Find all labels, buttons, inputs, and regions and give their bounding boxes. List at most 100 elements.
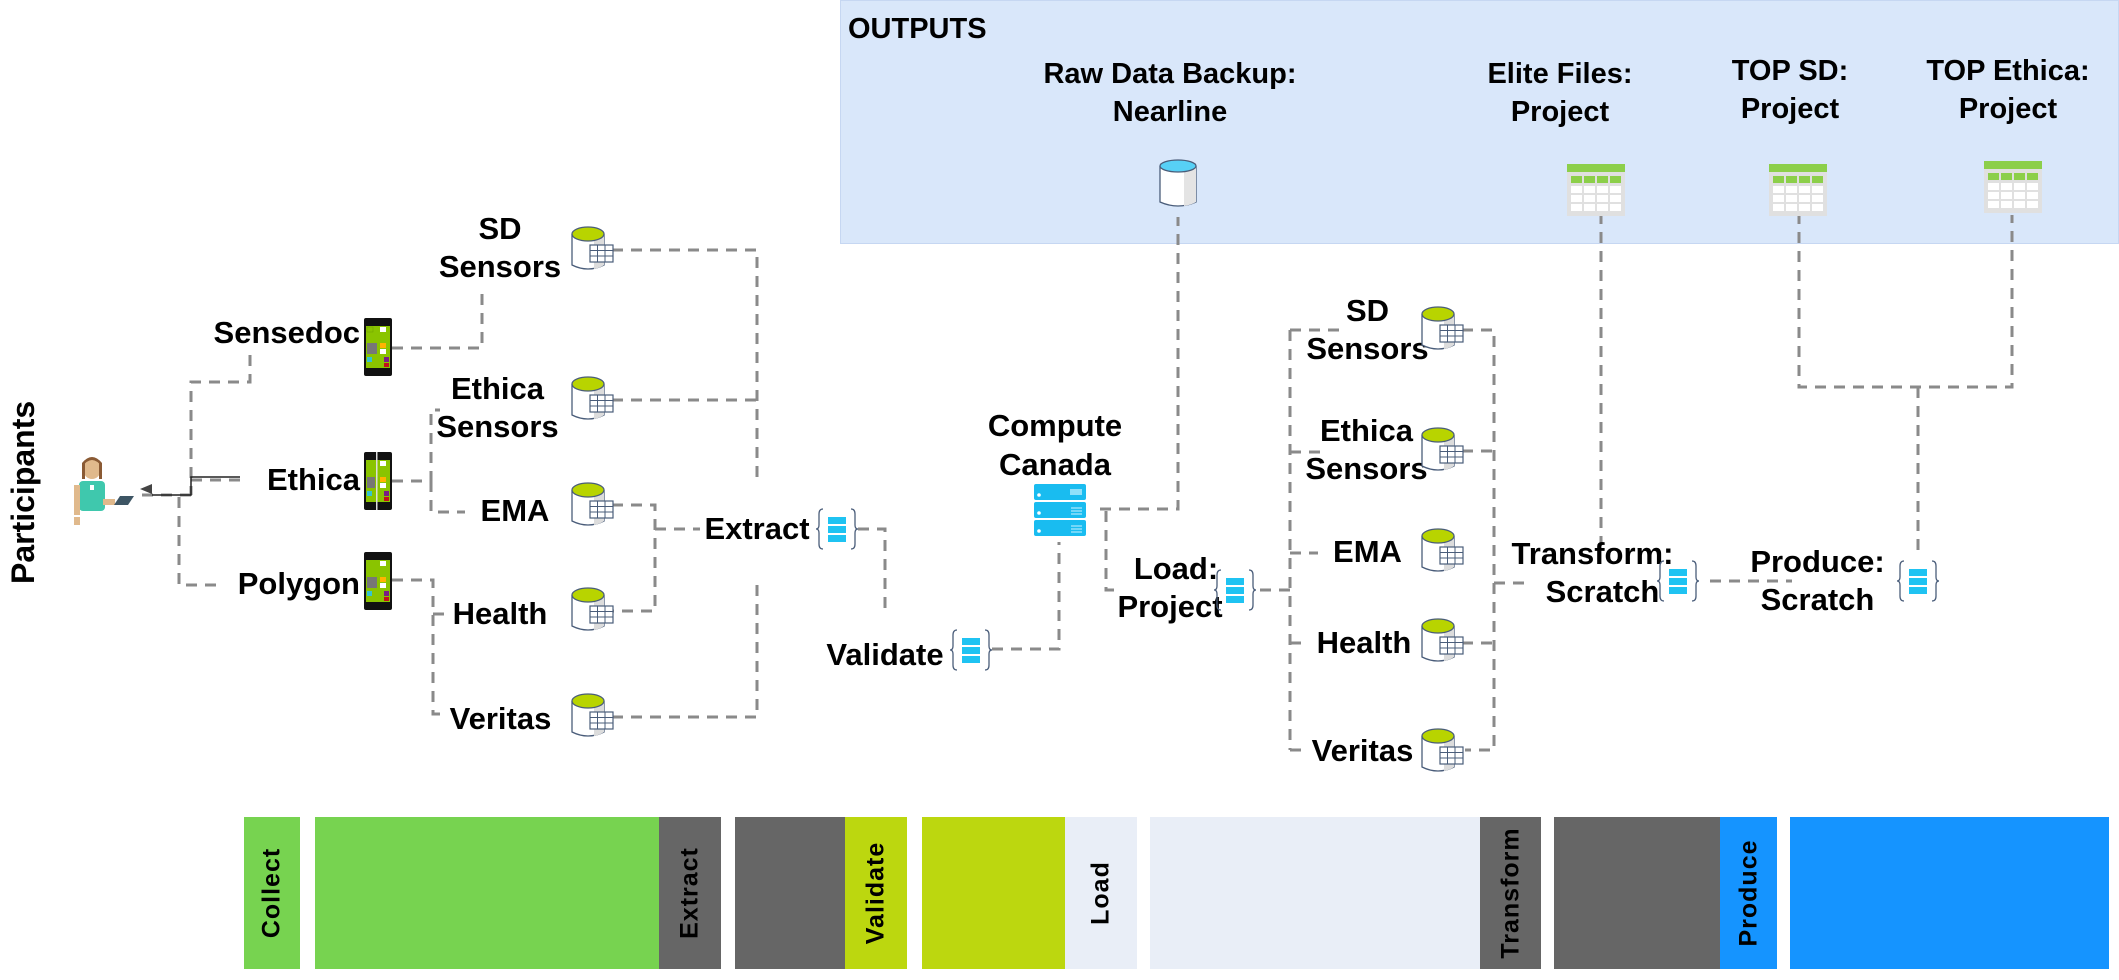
outputs-title: OUTPUTS [848,13,987,45]
transform-scratch-label: Transform: Scratch [1505,535,1680,611]
wire-sd-extract [612,248,759,485]
raw-ethica-sensors-line2: Sensors [436,409,559,444]
compute-canada-label: Compute Canada [965,406,1145,484]
output-top-ethica-line2: Project [1958,93,2058,125]
raw-ethica-sensors-label: Ethica Sensors [425,370,570,446]
database-icon-loaded-health [1420,617,1465,665]
produce-line2: Scratch [1760,582,1875,617]
raw-sd-sensors-line2: Sensors [438,249,562,284]
timeline-collect-block [315,817,659,969]
process-icon-extract [815,505,859,553]
output-raw-backup-label: Raw Data Backup: Nearline [1010,55,1330,131]
database-icon-raw-ethica [570,375,615,423]
timeline-load-block [1150,817,1480,969]
loaded-ema-label: EMA [1333,534,1402,569]
loaded-ethica-sensors-label: Ethica Sensors [1295,412,1438,488]
table-icon-top-ethica [1984,161,2042,213]
timeline-extract-block [735,817,845,969]
table-icon-top-sd [1769,164,1827,216]
database-icon-loaded-veritas [1420,727,1465,775]
loaded-veritas-label: Veritas [1311,733,1414,768]
produce-scratch-label: Produce: Scratch [1740,543,1895,619]
transform-line2: Scratch [1545,574,1660,609]
output-top-sd-line2: Project [1740,93,1840,125]
raw-veritas-label: Veritas [449,701,552,736]
device-sensedoc-label: Sensedoc [213,315,360,350]
loaded-health-label: Health [1316,625,1412,660]
arrow-head [140,484,152,494]
timeline-transform-label: Transform [1496,827,1524,959]
outputs-panel [840,0,2119,244]
compute-line2: Canada [999,447,1111,482]
loaded-sd-sensors-line2: Sensors [1306,331,1429,366]
wire-polygon-sources [392,578,445,716]
timeline-load-tab: Load [1065,817,1137,969]
output-top-ethica-label: TOP Ethica: Project [1908,52,2108,128]
wire-validate-compute [992,542,1061,651]
database-icon-raw-sd [570,225,615,273]
server-icon-compute-canada [1034,484,1086,536]
output-top-sd-label: TOP SD: Project [1700,52,1880,128]
timeline-produce-block [1790,817,2109,969]
phone-icon-polygon [364,552,392,610]
raw-sd-sensors-label: SD Sensors [425,210,575,286]
load-line2: Project [1117,589,1223,624]
timeline-produce-label: Produce [1734,839,1762,947]
device-ethica-label: Ethica [266,462,360,497]
wire-polygon [177,497,220,587]
phone-icon-ethica [364,452,392,510]
raw-ethica-sensors-line1: Ethica [450,371,545,406]
output-top-ethica-line1: TOP Ethica: [1926,55,2090,87]
raw-health-label: Health [452,596,548,631]
extract-label: Extract [704,511,810,546]
validate-label: Validate [826,637,944,672]
loaded-sd-sensors-label: SD Sensors [1295,292,1440,368]
output-elite-files-line1: Elite Files: [1487,58,1633,90]
database-icon-raw-health [570,586,615,634]
timeline-extract-tab: Extract [659,817,721,969]
timeline-collect-label: Collect [257,847,286,939]
transform-line1: Transform: [1511,536,1674,571]
timeline-extract-label: Extract [675,847,704,939]
timeline-produce-tab: Produce [1720,817,1777,969]
loaded-ethica-sensors-line2: Sensors [1305,451,1428,486]
wire-top-produce [1797,213,2014,556]
raw-ema-label: EMA [480,493,550,528]
timeline-validate-block [922,817,1065,969]
database-icon-loaded-sd [1420,305,1465,353]
load-line1: Load: [1133,551,1219,586]
database-icon-loaded-ema [1420,527,1465,575]
table-icon-elite-files [1567,164,1625,216]
wire-extract-validate [858,527,887,615]
compute-line1: Compute [987,408,1123,443]
output-top-sd-line1: TOP SD: [1731,55,1849,87]
database-icon-raw-ema [570,481,615,529]
process-icon-validate [949,626,993,674]
process-icon-transform [1656,557,1700,605]
phone-icon-sensedoc [364,318,392,376]
timeline-transform-tab: Transform [1480,817,1541,969]
load-project-label: Load: Project [1105,550,1235,626]
output-raw-backup-line1: Raw Data Backup: [1043,58,1297,90]
process-icon-produce [1896,557,1940,605]
wire-veritas-extract [612,578,759,719]
database-icon-raw-veritas [570,692,615,740]
device-polygon-label: Polygon [237,566,360,601]
produce-line1: Produce: [1750,544,1885,579]
output-elite-files-label: Elite Files: Project [1460,55,1660,131]
person-with-tablet-icon [74,457,134,525]
output-raw-backup-line2: Nearline [1112,96,1228,128]
timeline-validate-tab: Validate [845,817,907,969]
loaded-ethica-sensors-line1: Ethica [1319,413,1414,448]
loaded-sd-sensors-line1: SD [1345,293,1390,328]
timeline-validate-label: Validate [861,841,890,945]
output-elite-files-line2: Project [1510,96,1610,128]
raw-sd-sensors-line1: SD [478,211,522,246]
timeline-load-label: Load [1086,861,1115,925]
wire-ema-extract [612,503,700,613]
database-icon-loaded-ethica [1420,426,1465,474]
process-icon-load [1213,566,1257,614]
database-cylinder-icon-nearline [1159,159,1197,207]
timeline-collect-tab: Collect [244,817,300,969]
participants-label: Participants [5,400,41,584]
